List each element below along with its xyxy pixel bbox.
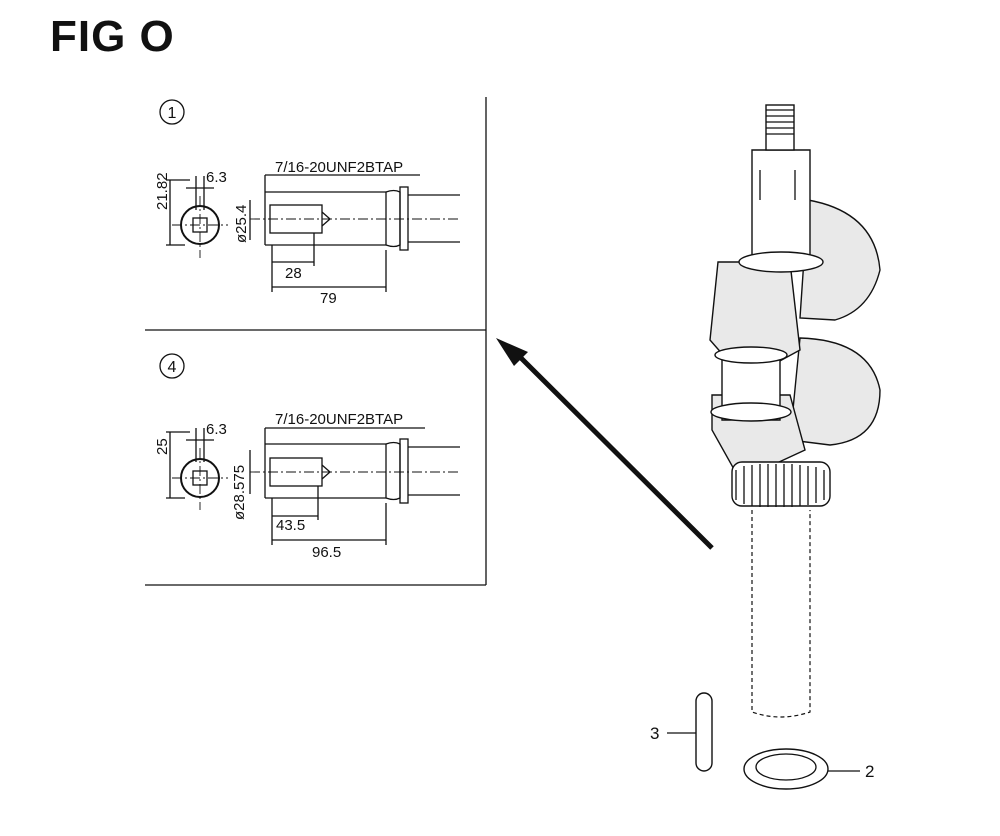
part-pin xyxy=(695,692,713,772)
detail-1: 1 21.82 6.3 xyxy=(154,99,460,307)
detail-4-number: 4 xyxy=(168,359,177,376)
detail-4-circle-marker xyxy=(159,353,185,379)
crankshaft-threaded-end xyxy=(765,104,795,151)
detail-4-diameter-dim: ø28.575 xyxy=(231,465,248,520)
detail-1-long-length-dim: 79 xyxy=(320,290,337,307)
part-washer xyxy=(743,748,829,790)
detail-4-thread-note: 7/16-20UNF2BTAP xyxy=(275,411,403,428)
detail-1-key-dim: 6.3 xyxy=(206,169,227,186)
callout-washer: 2 xyxy=(865,762,874,781)
crankshaft-upper-counterweight xyxy=(799,199,881,321)
detail-4-short-length-dim: 43.5 xyxy=(276,517,305,534)
crankshaft-lower-counterweight xyxy=(789,337,881,446)
detail-1-side-view xyxy=(249,174,460,292)
callout-pin: 3 xyxy=(650,724,659,743)
detail-4-side-view xyxy=(249,427,460,545)
detail-4: 4 25 6.3 xyxy=(154,353,460,561)
detail-1-diameter-dim: ø25.4 xyxy=(233,205,250,243)
detail-4-long-length-dim: 96.5 xyxy=(312,544,341,561)
detail-1-circle-marker xyxy=(159,99,185,125)
detail-1-short-length-dim: 28 xyxy=(285,265,302,282)
crankshaft-lower-shaft xyxy=(751,510,811,718)
detail-4-end-view xyxy=(166,428,228,510)
detail-1-height-dim: 21.82 xyxy=(154,172,171,210)
crankshaft xyxy=(709,104,881,718)
crankshaft-main-journal xyxy=(751,149,811,263)
detail-1-number: 1 xyxy=(168,105,177,122)
figure-title: FIG O xyxy=(50,12,175,61)
detail-4-key-dim: 6.3 xyxy=(206,421,227,438)
reference-arrow xyxy=(496,338,714,550)
crankshaft-timing-gear xyxy=(731,461,831,507)
detail-1-thread-note: 7/16-20UNF2BTAP xyxy=(275,159,403,176)
detail-4-height-dim: 25 xyxy=(154,438,171,455)
detail-1-end-view xyxy=(166,176,228,258)
